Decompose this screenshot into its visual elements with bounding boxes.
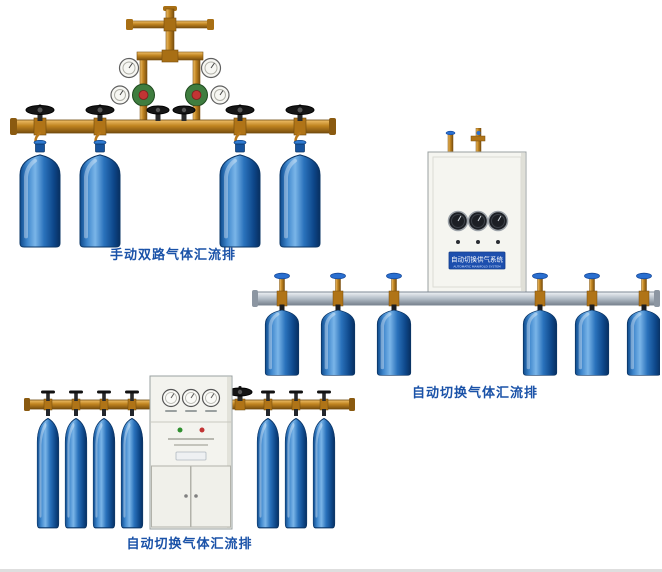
product-caption-manual-dual: 手动双路气体汇流排: [109, 248, 236, 263]
indicator-light-green: [177, 427, 183, 433]
cylinder-valves: [274, 272, 652, 293]
cylinder-connections: [33, 131, 307, 153]
gas-cylinder: [375, 308, 413, 376]
valve-handwheel: [25, 104, 55, 121]
cabinet-label-text: 自动切换供气系统: [451, 255, 504, 264]
product-caption-auto-switch-cabinet: 自动切换气体汇流排: [411, 386, 538, 401]
gas-cylinder: [263, 308, 301, 376]
product-image-manual-dual-manifold: [8, 6, 338, 251]
main-valve-handwheel: [227, 386, 253, 411]
gas-cylinder: [573, 308, 611, 376]
control-cabinet: 自动切换供气系统 AUTOMATIC MANIFOLD SYSTEM: [427, 128, 527, 293]
pressure-regulator-right: [185, 57, 230, 121]
top-inlet-assembly: [126, 6, 214, 85]
cabinet-gauges: [447, 210, 509, 232]
cabinet-label-plate: 自动切换供气系统 AUTOMATIC MANIFOLD SYSTEM: [448, 251, 506, 270]
gas-cylinder: [313, 418, 335, 527]
gas-cylinder: [625, 308, 660, 376]
gas-cylinder: [93, 418, 115, 527]
manifold-valve-handwheels: [25, 104, 315, 121]
gas-cylinder: [78, 152, 122, 248]
gas-cylinder: [521, 308, 559, 376]
cabinet-gauges: [161, 388, 221, 408]
gas-cylinder: [285, 418, 307, 527]
main-manifold-pipe: [10, 117, 336, 136]
indicator-light-red: [199, 427, 205, 433]
valve-handwheel: [285, 104, 315, 121]
auto-manifold-illustration: [24, 375, 355, 530]
control-cabinet: [149, 375, 233, 530]
gas-cylinders: [263, 304, 660, 376]
gas-cylinder: [37, 418, 59, 527]
manifold-pipe: [252, 290, 660, 307]
valve-handwheel: [85, 104, 115, 121]
auto-manifold-cabinet-illustration: 自动切换供气系统 AUTOMATIC MANIFOLD SYSTEM: [252, 128, 660, 376]
cropped-content-edge: [0, 569, 662, 572]
gas-cylinder: [257, 418, 279, 527]
gas-cylinder: [18, 152, 62, 248]
gas-cylinders: [37, 409, 335, 528]
gas-cylinder: [319, 308, 357, 376]
manual-manifold-illustration: [10, 6, 336, 248]
valve-handwheel: [146, 105, 170, 121]
pressure-regulator-left: [110, 57, 155, 121]
cabinet-doors: [151, 465, 231, 528]
valve-handwheel: [225, 104, 255, 121]
gas-cylinder: [65, 418, 87, 527]
gas-cylinder: [121, 418, 143, 527]
product-image-auto-switch-cabinet: 自动切换供气系统 AUTOMATIC MANIFOLD SYSTEM: [252, 128, 660, 380]
cabinet-sublabel-text: AUTOMATIC MANIFOLD SYSTEM: [453, 265, 501, 269]
product-image-auto-switch-manifold: [22, 374, 357, 536]
product-caption-auto-switch: 自动切换气体汇流排: [126, 537, 253, 552]
valve-handwheel: [172, 105, 196, 121]
